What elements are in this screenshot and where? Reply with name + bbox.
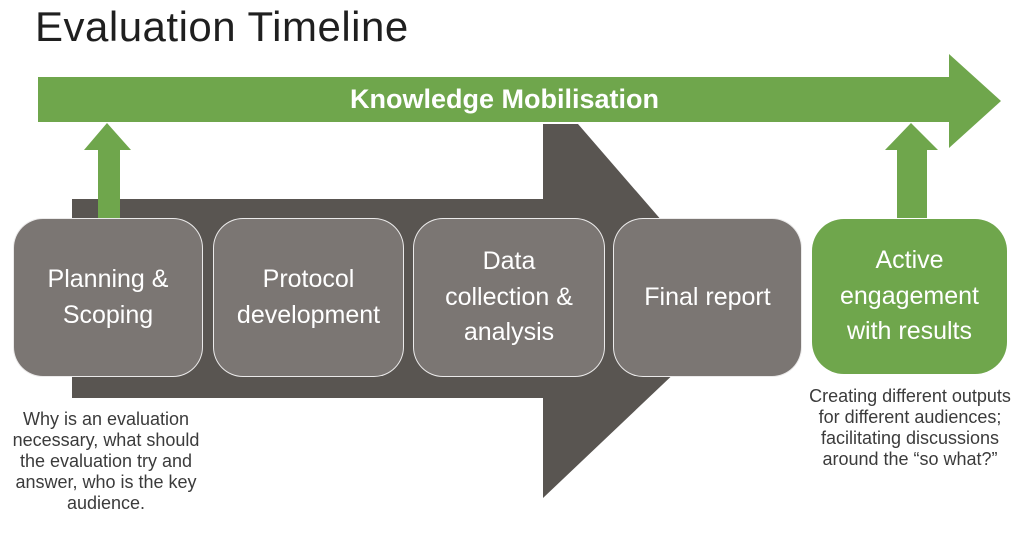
caption-planning-scoping: Why is an evaluation necessary, what sho… bbox=[12, 409, 200, 514]
page-title: Evaluation Timeline bbox=[35, 3, 409, 50]
stage-label: Active engagement with results bbox=[839, 246, 979, 346]
knowledge-mobilisation-label: Knowledge Mobilisation bbox=[350, 84, 659, 114]
stage-label: Protocol development bbox=[236, 265, 381, 329]
process-arrow-shape bbox=[72, 124, 740, 498]
knowledge-mobilisation-arrow-shape bbox=[38, 54, 1001, 148]
stage-active-engagement: Active engagement with results bbox=[812, 219, 1007, 374]
stage-label: Final report bbox=[644, 282, 771, 311]
caption-active-engagement: Creating different outputs for different… bbox=[809, 386, 1011, 470]
up-arrow-right-icon bbox=[885, 123, 938, 218]
stage-planning-scoping: Planning & Scoping bbox=[13, 218, 203, 377]
stage-final-report: Final report bbox=[613, 218, 802, 377]
up-arrow-left-icon bbox=[84, 123, 131, 218]
stage-data-collection-analysis: Data collection & analysis bbox=[413, 218, 605, 377]
stage-label: Planning & Scoping bbox=[47, 265, 169, 329]
stage-protocol-development: Protocol development bbox=[213, 218, 404, 377]
stage-label: Data collection & analysis bbox=[445, 247, 573, 347]
